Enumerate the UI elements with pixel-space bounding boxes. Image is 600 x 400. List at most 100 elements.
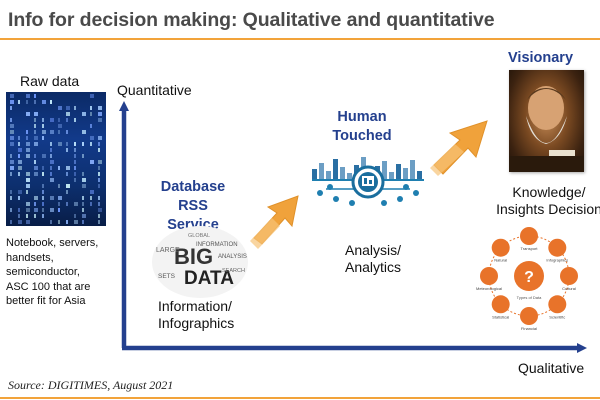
binary-digit bbox=[42, 136, 44, 140]
binary-digit bbox=[50, 220, 52, 224]
wordcloud-word: LARGE bbox=[156, 247, 180, 254]
binary-digit bbox=[74, 202, 78, 206]
binary-digit bbox=[98, 166, 100, 170]
skyline-building bbox=[389, 172, 394, 179]
binary-digit bbox=[90, 112, 92, 116]
raw-data-line: semiconductor, bbox=[6, 266, 80, 279]
binary-digit bbox=[58, 118, 60, 122]
binary-digit bbox=[98, 184, 100, 188]
binary-digit bbox=[90, 160, 94, 164]
binary-digit bbox=[10, 124, 14, 128]
binary-digit bbox=[98, 172, 100, 176]
data-type-label: Financial bbox=[521, 326, 537, 331]
skyline-building bbox=[396, 164, 401, 179]
binary-digit bbox=[66, 190, 68, 194]
skyline-building bbox=[382, 161, 387, 179]
binary-digit bbox=[98, 202, 100, 206]
binary-digit bbox=[10, 190, 12, 194]
binary-digit bbox=[50, 118, 54, 122]
binary-digit bbox=[50, 178, 54, 182]
binary-digit bbox=[66, 106, 70, 110]
network-node bbox=[403, 184, 409, 190]
wordcloud-word: BIG bbox=[174, 244, 213, 269]
binary-digit bbox=[42, 130, 46, 134]
binary-digit bbox=[74, 166, 76, 170]
y-axis-label: Quantitative bbox=[117, 82, 192, 98]
binary-digit bbox=[82, 172, 84, 176]
binary-digit bbox=[66, 118, 68, 122]
binary-digit bbox=[42, 184, 44, 188]
skyline-building bbox=[410, 160, 415, 179]
binary-digit bbox=[18, 148, 22, 152]
binary-digit bbox=[90, 136, 94, 140]
network-node bbox=[349, 200, 355, 206]
binary-digit bbox=[98, 106, 102, 110]
data-type-label: Transport bbox=[521, 246, 539, 251]
binary-digit bbox=[18, 166, 22, 170]
binary-digit bbox=[10, 136, 14, 140]
binary-digit bbox=[42, 172, 44, 176]
network-node bbox=[413, 190, 419, 196]
binary-digit bbox=[26, 94, 30, 98]
skyline-building bbox=[319, 163, 324, 179]
binary-digit bbox=[26, 214, 28, 218]
binary-digit bbox=[98, 118, 102, 122]
human-label-line: Analysis/ bbox=[345, 242, 402, 258]
binary-digit bbox=[82, 202, 84, 206]
binary-digit bbox=[34, 196, 38, 200]
binary-digit bbox=[90, 196, 92, 200]
binary-digit bbox=[74, 178, 76, 182]
binary-digit bbox=[26, 190, 28, 194]
binary-digit bbox=[82, 184, 86, 188]
binary-digit bbox=[10, 142, 14, 146]
binary-digit bbox=[90, 94, 94, 98]
human-touched-label: Analysis/ Analytics bbox=[345, 242, 401, 276]
binary-digit bbox=[18, 136, 20, 140]
data-type-node bbox=[560, 267, 578, 285]
binary-digit bbox=[18, 160, 22, 164]
skyline-building bbox=[347, 173, 352, 179]
binary-digit bbox=[98, 178, 100, 182]
binary-digit bbox=[10, 106, 12, 110]
binary-digit bbox=[34, 208, 38, 212]
wordcloud-word: ANALYSIS bbox=[218, 254, 247, 260]
visionary-heading: Visionary bbox=[508, 50, 574, 66]
binary-digit bbox=[90, 142, 92, 146]
data-types-center-sub: Types of Data bbox=[517, 295, 542, 300]
binary-digit bbox=[34, 118, 36, 122]
binary-digit bbox=[10, 196, 12, 200]
data-type-node bbox=[491, 238, 510, 257]
binary-digit bbox=[74, 142, 76, 146]
binary-digit bbox=[26, 178, 30, 182]
visionary-label-line: Knowledge/ bbox=[512, 184, 586, 200]
binary-digit bbox=[74, 148, 76, 152]
binary-digit bbox=[34, 136, 38, 140]
big-data-wordcloud: BIG DATA INFORMATION ANALYSIS LARGE SEAR… bbox=[150, 222, 250, 302]
binary-digit bbox=[98, 196, 100, 200]
binary-digit bbox=[66, 142, 68, 146]
human-heading-line: Human bbox=[337, 109, 387, 125]
binary-digit bbox=[42, 196, 44, 200]
data-type-node bbox=[520, 307, 538, 325]
raw-data-line: ASC 100 that are bbox=[6, 280, 91, 293]
data-type-node bbox=[480, 267, 498, 285]
binary-digit bbox=[58, 196, 62, 200]
binary-digit bbox=[74, 118, 76, 122]
binary-digit bbox=[50, 196, 54, 200]
raw-data-line: Notebook, servers, bbox=[6, 237, 99, 249]
skyline-building bbox=[312, 169, 317, 179]
binary-digit bbox=[34, 124, 36, 128]
network-node bbox=[397, 196, 403, 202]
visionary-label: Knowledge/ Insights Decision bbox=[493, 184, 600, 218]
binary-digit bbox=[18, 208, 20, 212]
binary-digit bbox=[18, 214, 20, 218]
binary-digit bbox=[90, 106, 92, 110]
binary-digit bbox=[58, 142, 62, 146]
binary-digit bbox=[18, 142, 20, 146]
binary-digit bbox=[26, 112, 30, 116]
analytics-network-graphic bbox=[306, 149, 430, 211]
data-type-label: Meteorological bbox=[476, 286, 502, 291]
binary-digit bbox=[50, 160, 54, 164]
binary-digit bbox=[26, 100, 28, 104]
binary-digit bbox=[34, 172, 38, 176]
